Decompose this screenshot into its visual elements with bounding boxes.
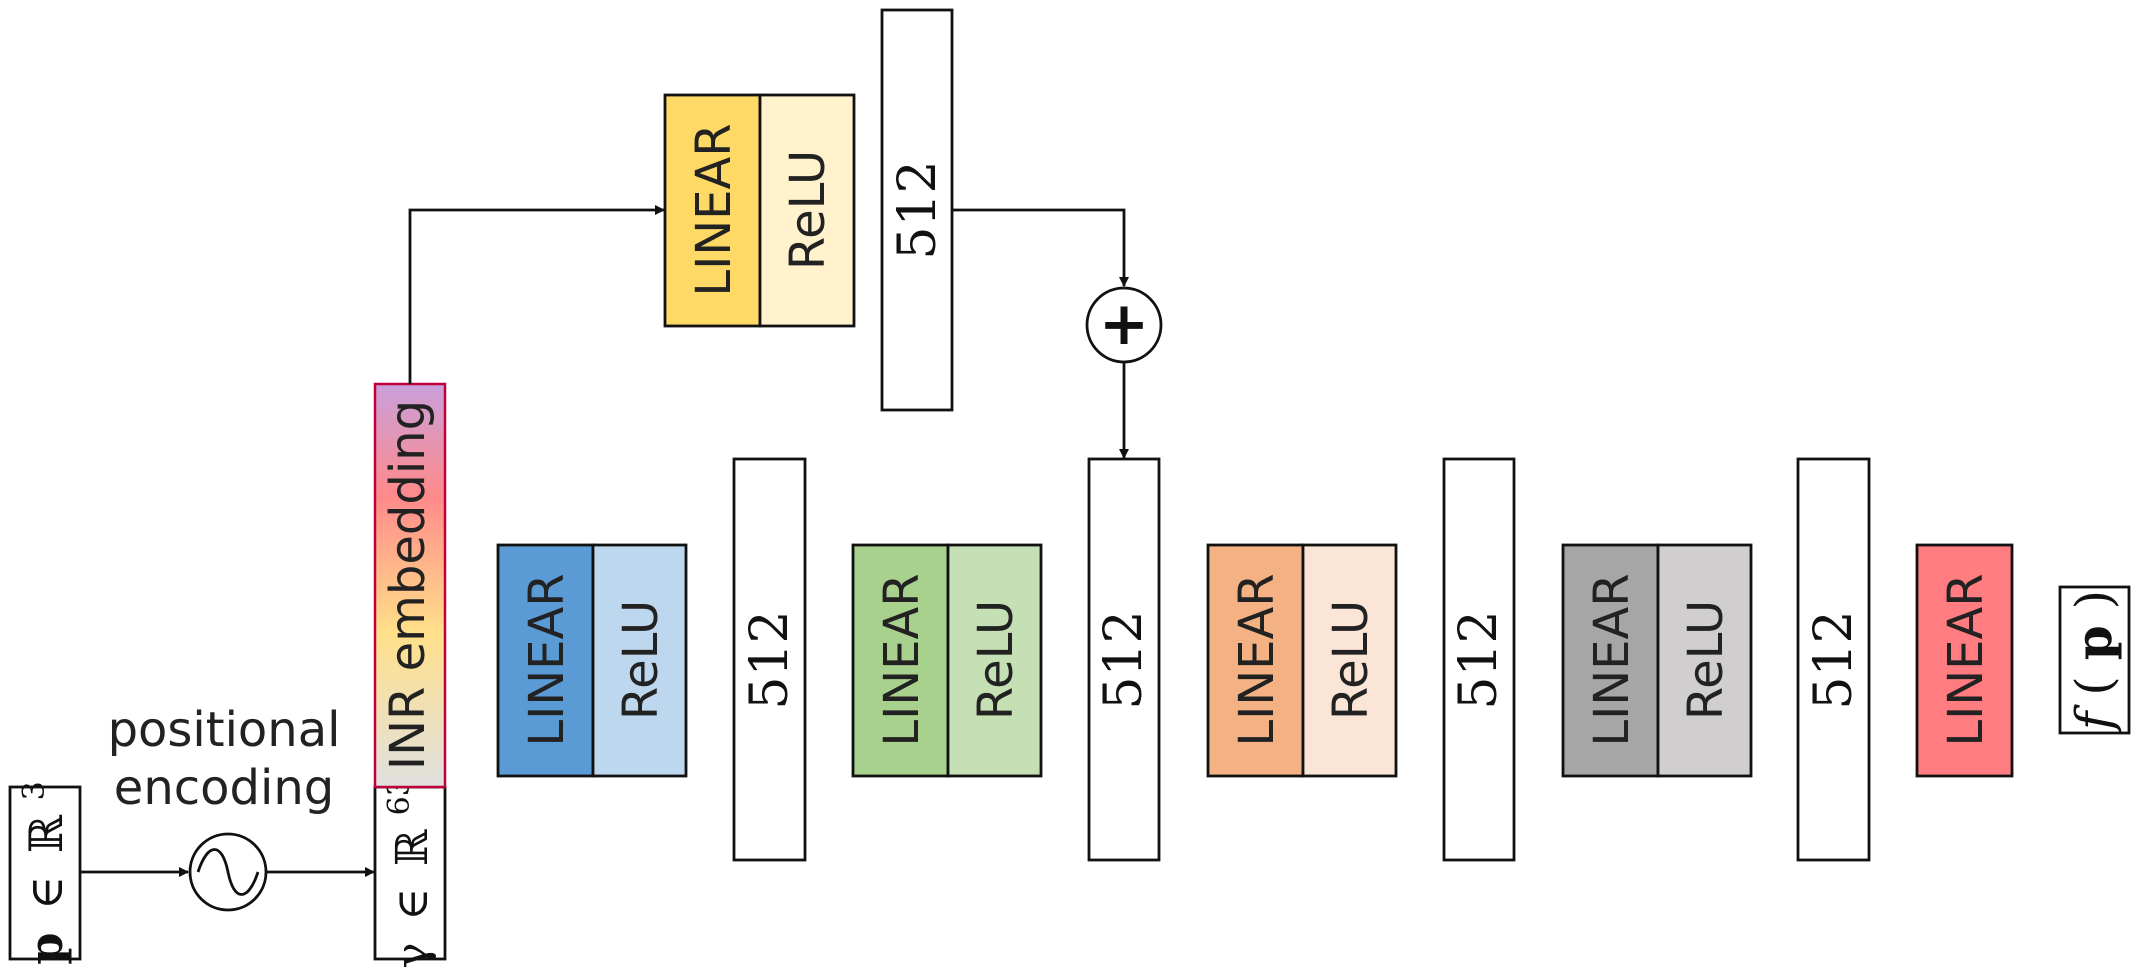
layer1-width-block: 512 [732,457,807,862]
layer4-width-label: 512 [1804,610,1864,709]
arrow-branch-to-sum [952,208,1129,287]
input-point-exponent: 3 [17,781,52,800]
layer4-relu-label: ReLU [1678,600,1734,720]
layer1-linear-block: LINEAR [496,543,595,778]
svg-text:f ( p ): f ( p ) [2064,590,2123,734]
output-func: f [2065,704,2123,734]
input-point-symbol: p [19,933,73,965]
layer4-relu-block: ReLU [1656,543,1753,778]
sum-operator-symbol: + [1099,289,1149,359]
layer4-width-block: 512 [1796,457,1871,862]
encoded-vector-symbol: γ [387,943,438,967]
inr-embedding-box: INR embedding [373,382,447,789]
input-point-relation: ∈ [19,876,73,910]
input-point-box: p ∈ ℝ 3 [8,781,82,965]
encoded-vector-relation: ∈ [387,888,438,921]
sum-operator: + [1085,286,1163,364]
layer3-width-block: 512 [1442,457,1516,862]
encoded-vector-box: γ ∈ ℝ 63 [373,777,447,967]
layer1-relu-block: ReLU [591,543,688,778]
inr-embedding-label: INR embedding [380,400,436,770]
positional-encoding-label-line2: encoding [114,760,334,816]
input-point-space: ℝ [19,814,73,853]
layer3-linear-block: LINEAR [1206,543,1305,778]
output-arg: p [2064,625,2123,660]
embedding-branch-linear-block: LINEAR [663,93,762,328]
output-box: f ( p ) [2058,585,2131,735]
embedding-branch-width-block: 512 [880,8,954,412]
output-close-paren: ) [2065,590,2123,610]
output-open-paren: ( [2065,676,2123,696]
embedding-branch-linear-label: LINEAR [686,123,742,296]
layer3-linear-label: LINEAR [1229,573,1285,746]
layer3-width-label: 512 [1449,610,1509,709]
layer1-width-label: 512 [740,610,800,709]
layer1-relu-label: ReLU [613,600,669,720]
encoded-vector-space: ℝ [387,829,438,866]
sine-wave-icon [188,832,268,912]
positional-encoding-label-line1: positional [108,702,341,758]
layer2-width-label: 512 [1094,610,1154,709]
layer1-linear-label: LINEAR [519,573,575,746]
layer2-linear-block: LINEAR [851,543,950,778]
embedding-branch-width-label: 512 [888,160,948,259]
layer2-relu-label: ReLU [968,600,1024,720]
arrow-embedding-to-branch [408,205,665,384]
final-linear-block: LINEAR [1915,543,2014,778]
layer4-linear-block: LINEAR [1561,543,1660,778]
layer2-width-block: 512 [1087,457,1161,862]
embedding-branch-relu-label: ReLU [780,150,836,270]
svg-text:p ∈ ℝ 3: p ∈ ℝ 3 [17,781,73,964]
layer2-relu-block: ReLU [946,543,1043,778]
layer2-linear-label: LINEAR [874,573,930,746]
layer3-relu-block: ReLU [1301,543,1398,778]
layer4-linear-label: LINEAR [1584,573,1640,746]
embedding-branch-relu-block: ReLU [758,93,856,328]
layer3-relu-label: ReLU [1323,600,1379,720]
final-linear-label: LINEAR [1938,573,1994,746]
